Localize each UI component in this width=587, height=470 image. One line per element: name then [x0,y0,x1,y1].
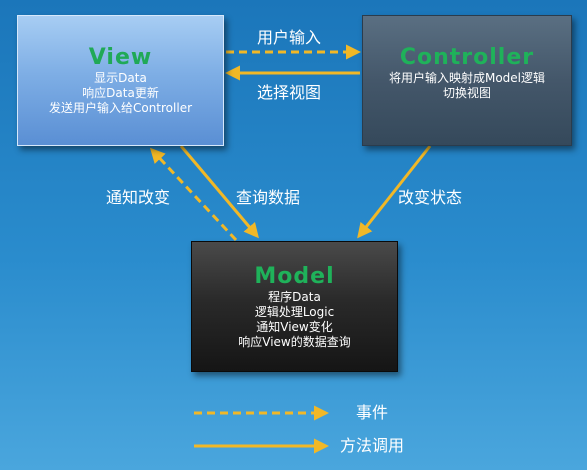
model-line-3: 通知View变化 [256,320,333,334]
label-notify-change: 通知改变 [106,188,171,207]
view-line-1: 显示Data [94,71,147,85]
controller-node: Controller 将用户输入映射成Model逻辑 切换视图 [362,15,572,146]
view-line-3: 发送用户输入给Controller [48,101,193,115]
arrow-query-data [179,145,259,239]
view-node: View 显示Data 响应Data更新 发送用户输入给Controller [17,15,224,146]
arrow-notify-change [149,147,238,242]
label-query-data: 查询数据 [236,188,301,207]
controller-line-1: 将用户输入映射成Model逻辑 [388,71,546,85]
model-title: Model [254,264,335,289]
controller-title: Controller [399,45,535,70]
label-user-input: 用户输入 [257,28,322,47]
label-select-view: 选择视图 [257,83,322,102]
model-line-4: 响应View的数据查询 [238,335,351,349]
model-node: Model 程序Data 逻辑处理Logic 通知View变化 响应View的数… [191,241,398,372]
view-title: View [88,45,153,70]
view-line-2: 响应Data更新 [82,86,159,100]
model-line-2: 逻辑处理Logic [254,305,335,319]
legend-event-label: 事件 [356,403,389,422]
legend-method-call-label: 方法调用 [340,436,405,455]
label-change-state: 改变状态 [398,188,463,207]
arrow-change-state [357,145,432,239]
controller-line-2: 切换视图 [442,86,491,100]
model-line-1: 程序Data [268,290,321,304]
